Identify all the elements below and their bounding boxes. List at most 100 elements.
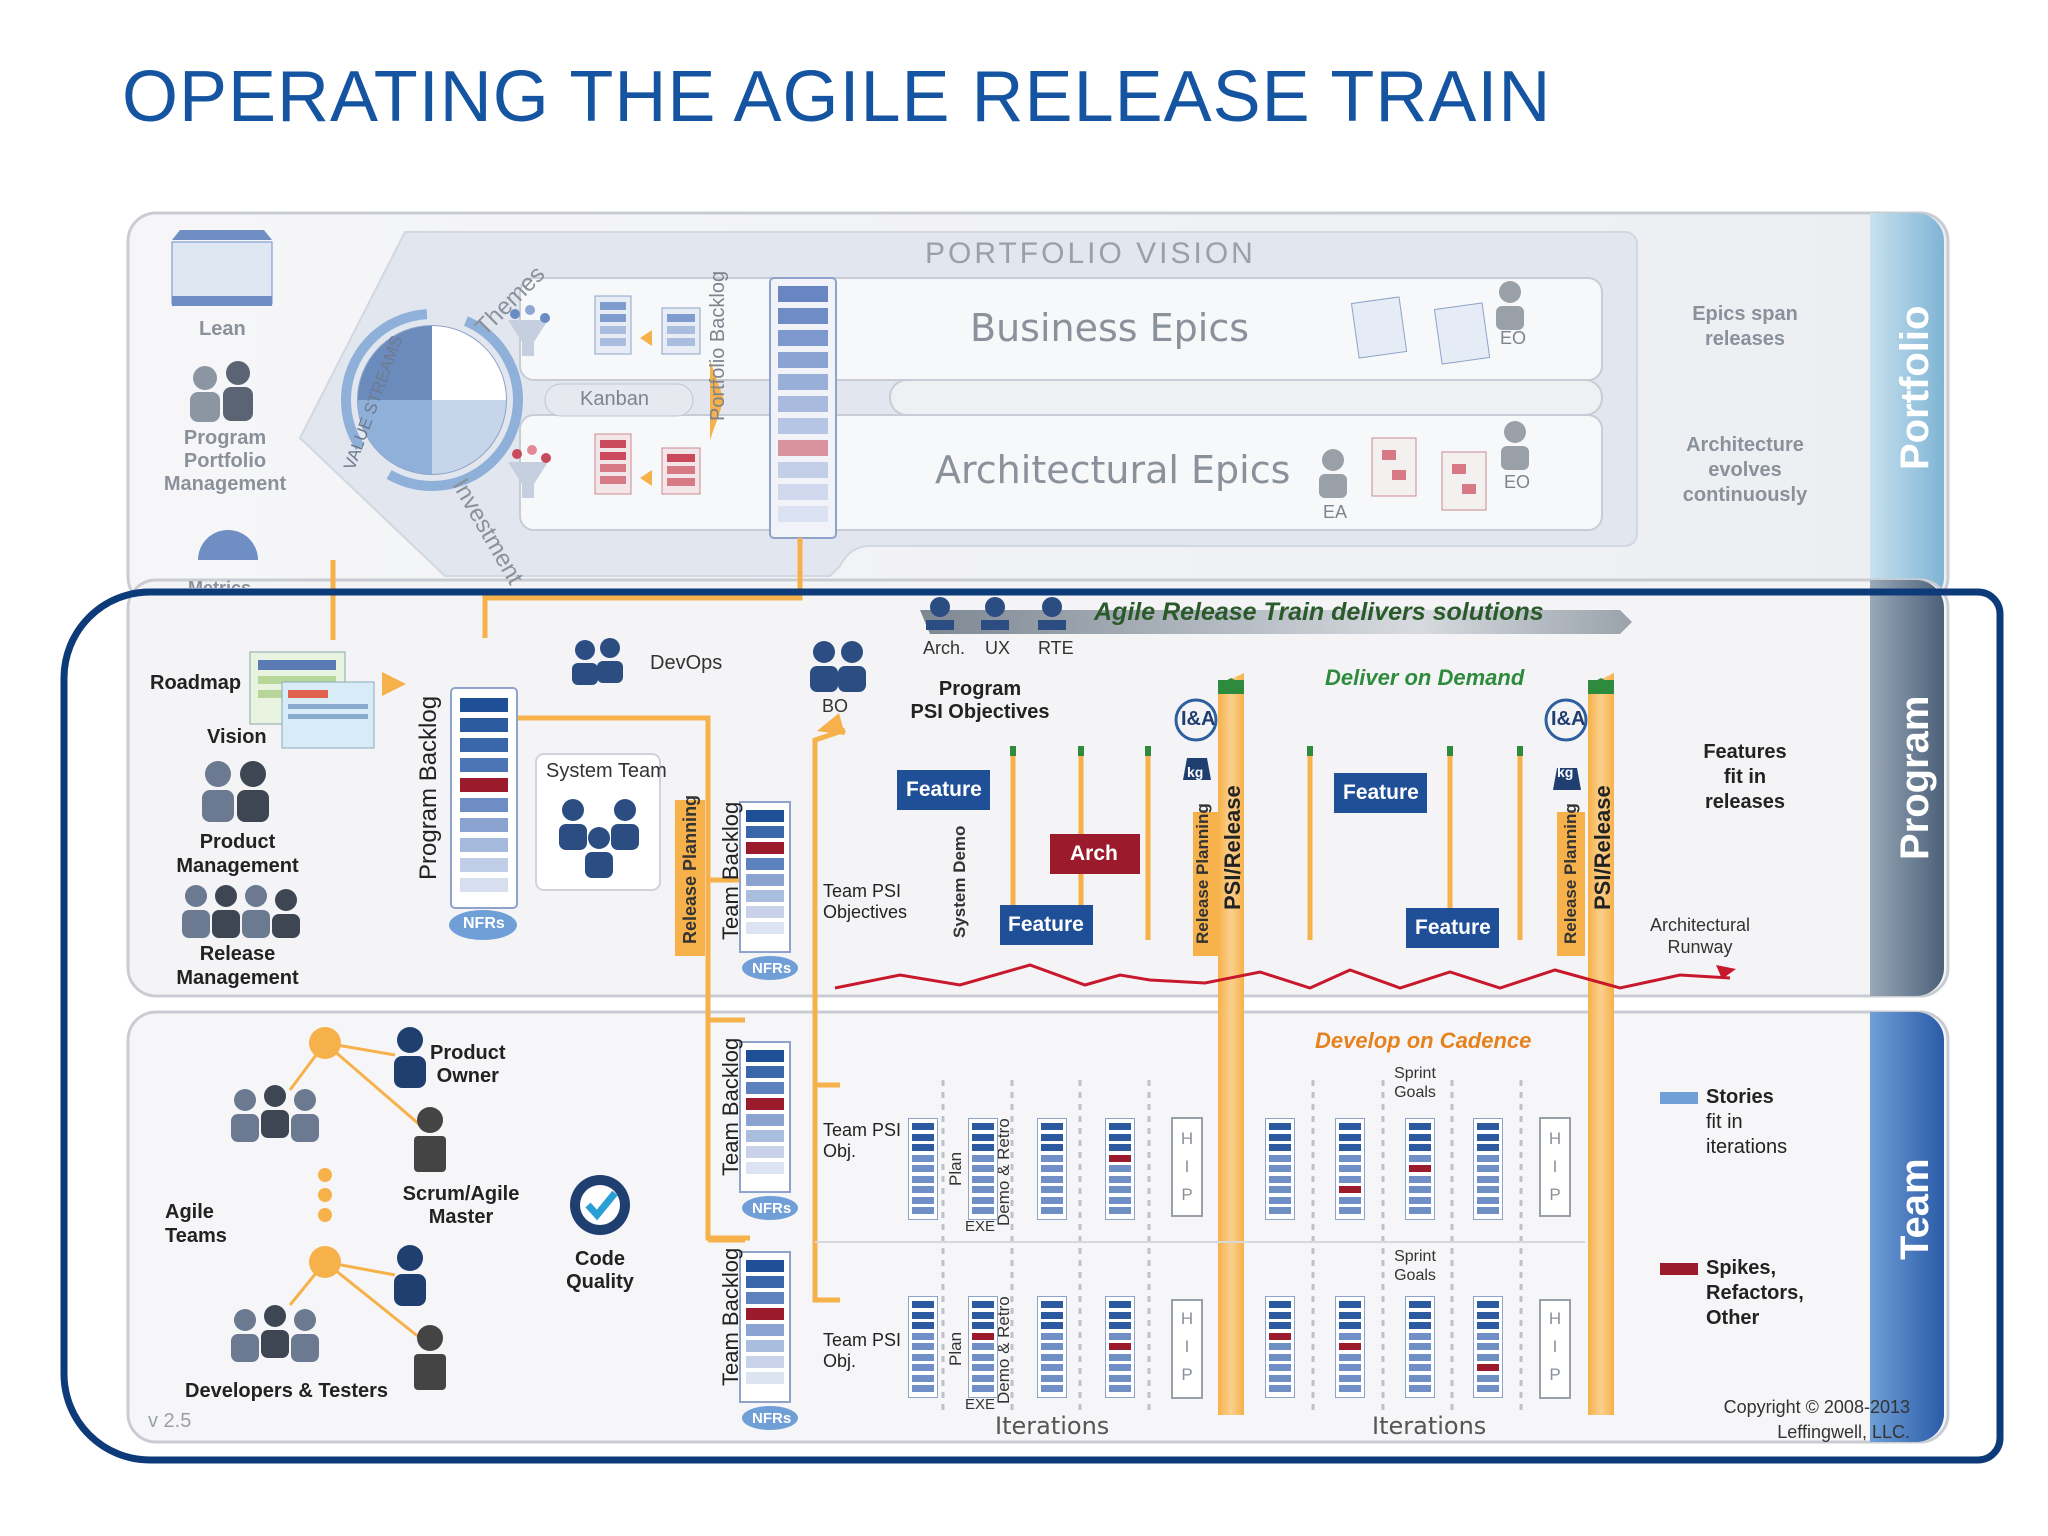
story-card [912,1133,934,1141]
arrow-head [382,672,406,696]
feature-card-1-label: Feature [906,778,982,801]
story-card [1109,1322,1131,1329]
story-card [1339,1123,1361,1130]
team-backlog-label-3: Team Backlog [718,1247,743,1386]
iteration-backlog [908,1118,938,1220]
story-card [1477,1207,1499,1214]
iteration-backlog [968,1296,998,1398]
story-card [912,1322,934,1329]
story-card [1041,1385,1063,1392]
story-card [1409,1343,1431,1350]
arch-card-label: Arch [1070,842,1118,865]
epic-document-icons [1350,296,1491,511]
story-card [1269,1154,1291,1162]
iteration-backlog [1335,1118,1365,1220]
feature-card-4-label: Feature [1415,916,1491,939]
story-card [1409,1332,1431,1340]
spikes-legend-swatch [1660,1263,1698,1275]
story-card [1339,1385,1361,1392]
iteration-backlog [1265,1118,1295,1220]
story-card [972,1385,994,1392]
story-card [1269,1311,1291,1319]
story-card [1109,1144,1131,1151]
kg-label-1: kg [1187,764,1204,780]
story-card [912,1353,934,1361]
story-card [1477,1332,1499,1340]
story-card [912,1165,934,1172]
story-card [1477,1343,1499,1350]
story-card [1339,1144,1361,1151]
story-card [972,1133,994,1141]
story-card [1269,1385,1291,1392]
iteration-backlog [1037,1296,1067,1398]
story-card [1477,1186,1499,1193]
story-card [972,1186,994,1193]
plan-label-1: Plan [946,1151,965,1186]
iteration-backlog [1037,1118,1067,1220]
story-card [1041,1343,1063,1350]
story-card [1269,1196,1291,1204]
story-card [1409,1301,1431,1308]
story-card [1041,1301,1063,1308]
developers-testers-label: Developers & Testers [185,1380,389,1402]
post-caps [1010,746,1523,756]
iteration-backlog [908,1296,938,1398]
story-card [1409,1196,1431,1204]
story-card [1477,1133,1499,1141]
story-card [1269,1123,1291,1130]
psi-release-label-1: PSI/Release [1220,785,1245,910]
roadmap-label: Roadmap [150,672,242,694]
story-card [972,1311,994,1319]
architectural-epics-label: Architectural Epics [935,448,1291,492]
story-card [1339,1353,1361,1361]
story-card [1409,1165,1431,1172]
iteration-backlog [1405,1118,1435,1220]
story-card [1269,1301,1291,1308]
story-card [972,1123,994,1130]
story-card [1477,1311,1499,1319]
iteration-backlog [1335,1296,1365,1398]
architectural-runway-line [834,963,1731,990]
feature-card-3 [1334,773,1427,813]
story-card [1109,1165,1131,1172]
story-card [1269,1175,1291,1183]
feature-card-4 [1406,908,1499,948]
story-card [912,1332,934,1340]
develop-on-cadence-label: Develop on Cadence [1315,1028,1532,1053]
roadmap-thumbnail [249,651,375,749]
story-card [1041,1353,1063,1361]
story-card [1109,1332,1131,1340]
story-card [1041,1311,1063,1319]
ia-label-2: I&A [1551,708,1586,730]
program-backlog-stack [449,687,518,940]
eo-label-2: EO [1504,472,1531,492]
story-card [1041,1332,1063,1340]
iteration-backlog [1473,1296,1503,1398]
bo-label: BO [822,696,849,716]
story-card [972,1364,994,1371]
story-card [1339,1175,1361,1183]
release-planning-label-2: Release Planning [1193,803,1212,944]
iteration-backlog [1265,1296,1295,1398]
story-card [1477,1301,1499,1308]
iteration-backlog [1473,1118,1503,1220]
release-train-frame [60,588,2004,1464]
kg-label-2: kg [1557,764,1574,780]
story-card [1409,1186,1431,1193]
stories-legend-swatch [1660,1092,1698,1104]
story-card [1269,1186,1291,1193]
story-card [1041,1364,1063,1371]
story-card [1339,1133,1361,1141]
feature-card-3-label: Feature [1343,781,1419,804]
story-card [1477,1144,1499,1151]
story-card [1339,1207,1361,1214]
